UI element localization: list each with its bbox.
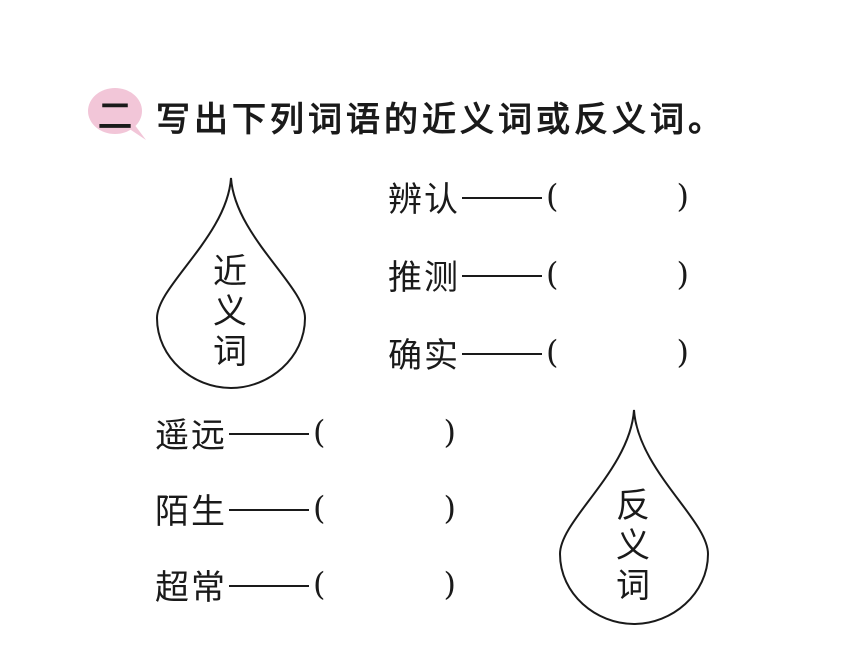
synonym-row: 确实 ( ) xyxy=(388,332,689,376)
instruction-text: 写出下列词语的近义词或反义词。 xyxy=(156,100,726,140)
close-paren: ) xyxy=(443,489,456,527)
water-drop-shape xyxy=(155,177,307,390)
label-char: 近 xyxy=(213,252,247,292)
answer-blank[interactable] xyxy=(325,414,443,450)
synonym-row: 推测 ( ) xyxy=(388,254,689,298)
word-text: 超常 xyxy=(155,567,227,608)
close-paren: ) xyxy=(676,333,689,371)
label-char: 词 xyxy=(213,332,247,372)
open-paren: ( xyxy=(546,333,559,371)
synonym-label: 近 义 词 xyxy=(210,252,250,372)
word-text: 辨认 xyxy=(388,179,460,220)
antonym-row: 遥远 ( ) xyxy=(155,412,456,456)
label-char: 反 xyxy=(616,486,650,526)
label-char: 义 xyxy=(213,292,247,332)
dash-line xyxy=(462,275,542,277)
word-text: 确实 xyxy=(388,335,460,376)
answer-blank[interactable] xyxy=(558,256,676,292)
dash-line xyxy=(462,197,542,199)
synonym-row: 辨认 ( ) xyxy=(388,176,689,220)
label-char: 词 xyxy=(616,566,650,606)
dash-line xyxy=(462,353,542,355)
close-paren: ) xyxy=(676,177,689,215)
synonym-drop: 近 义 词 xyxy=(155,176,307,390)
answer-blank[interactable] xyxy=(558,178,676,214)
antonym-label: 反 义 词 xyxy=(613,486,653,606)
section-number-badge: 二 xyxy=(88,86,146,140)
word-text: 遥远 xyxy=(155,415,227,456)
word-text: 推测 xyxy=(388,257,460,298)
dash-line xyxy=(229,585,309,587)
dash-line xyxy=(229,509,309,511)
label-char: 义 xyxy=(616,526,650,566)
open-paren: ( xyxy=(313,413,326,451)
answer-blank[interactable] xyxy=(558,334,676,370)
speech-bubble-icon xyxy=(88,88,146,140)
word-text: 陌生 xyxy=(155,491,227,532)
water-drop-shape xyxy=(558,409,710,626)
close-paren: ) xyxy=(443,413,456,451)
close-paren: ) xyxy=(443,565,456,603)
open-paren: ( xyxy=(313,489,326,527)
close-paren: ) xyxy=(676,255,689,293)
answer-blank[interactable] xyxy=(325,566,443,602)
antonym-drop: 反 义 词 xyxy=(558,408,710,628)
antonym-row: 陌生 ( ) xyxy=(155,488,456,532)
open-paren: ( xyxy=(546,177,559,215)
open-paren: ( xyxy=(313,565,326,603)
antonym-row: 超常 ( ) xyxy=(155,564,456,608)
open-paren: ( xyxy=(546,255,559,293)
section-number: 二 xyxy=(98,96,132,137)
answer-blank[interactable] xyxy=(325,490,443,526)
dash-line xyxy=(229,433,309,435)
